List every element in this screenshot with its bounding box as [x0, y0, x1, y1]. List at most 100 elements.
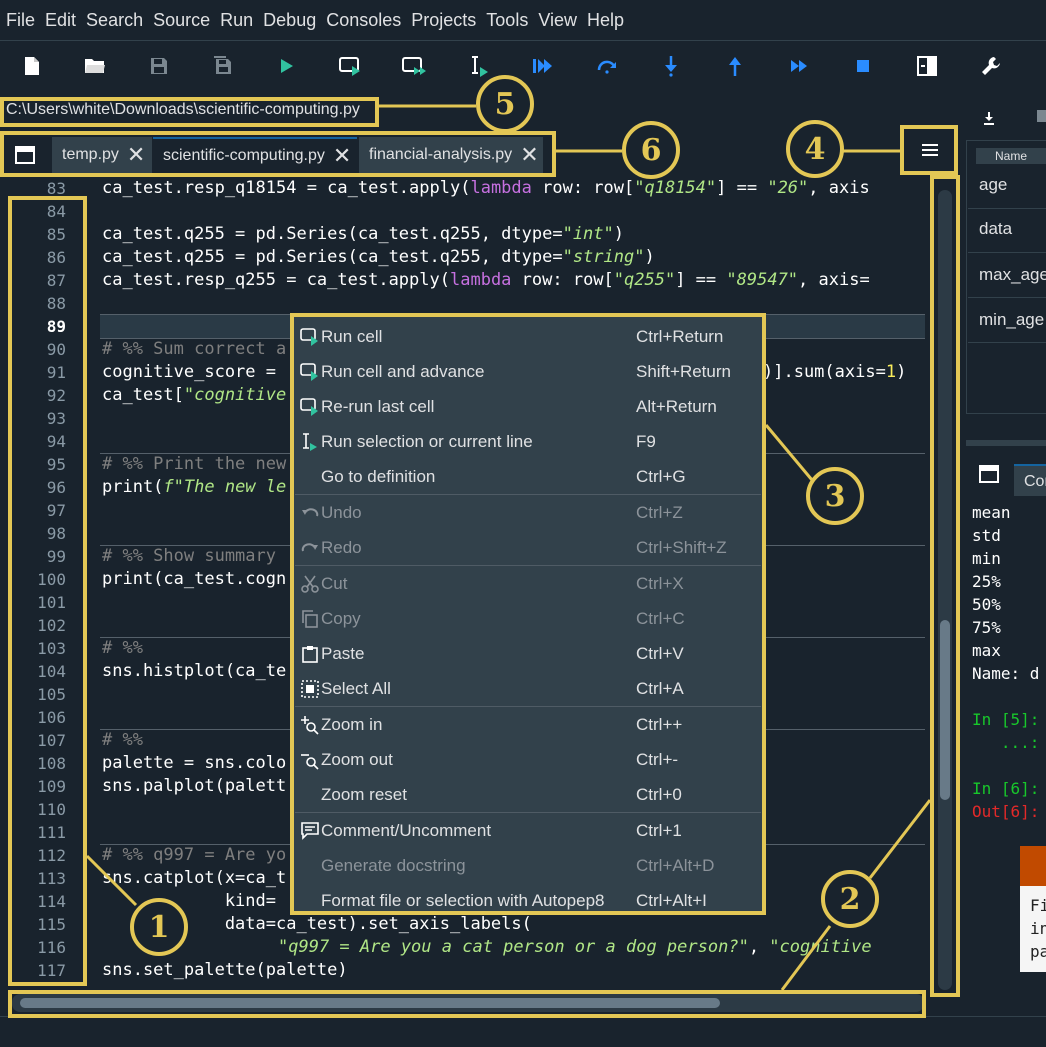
browse-tabs-icon[interactable]: [10, 140, 40, 170]
menu-tools[interactable]: Tools: [486, 9, 529, 30]
menubar-divider: [0, 40, 1046, 41]
code-line-99: # %% Show summary: [102, 546, 276, 566]
variable-row[interactable]: data: [979, 219, 1013, 238]
tab-scientific-computing[interactable]: scientific-computing.py ✕: [153, 137, 357, 173]
variable-row[interactable]: age: [979, 175, 1008, 194]
menu-item-run-selection[interactable]: Run selection or current line F9: [293, 424, 763, 459]
line-number: 104: [37, 662, 66, 681]
row-divider: [968, 252, 1046, 253]
callout-5: 5: [476, 75, 534, 133]
menu-item-generate-docstring[interactable]: Generate docstring Ctrl+Alt+D: [321, 855, 715, 875]
menu-item-run-cell-advance[interactable]: Run cell and advance Shift+Return: [293, 354, 763, 389]
menu-item-format-autopep8[interactable]: Format file or selection with Autopep8 C…: [321, 890, 707, 910]
menu-source[interactable]: Source: [153, 9, 211, 30]
wrench-icon[interactable]: [976, 51, 1006, 81]
browse-tabs-icon[interactable]: [976, 462, 1002, 486]
save-data-icon[interactable]: [1036, 108, 1046, 128]
run-selection-icon[interactable]: [464, 51, 494, 81]
menu-separator: [295, 494, 761, 495]
code-line-95: # %% Print the new: [102, 454, 287, 474]
code-line-107: # %%: [102, 730, 143, 750]
menu-item-select-all[interactable]: Select All Ctrl+A: [293, 671, 763, 706]
menu-bar: File Edit Search Source Run Debug Consol…: [0, 0, 1046, 40]
line-number: 99: [46, 547, 66, 566]
tab-financial-analysis[interactable]: financial-analysis.py ✕: [359, 137, 543, 173]
save-icon[interactable]: [144, 51, 174, 81]
highlight-path-bar: [0, 97, 379, 127]
tab-temp[interactable]: temp.py ✕: [52, 137, 152, 173]
options-menu-icon[interactable]: [906, 130, 954, 170]
name-column-header[interactable]: Name: [976, 148, 1046, 164]
callout-3: 3: [806, 467, 864, 525]
callout-2: 2: [821, 870, 879, 928]
stop-icon[interactable]: [848, 51, 878, 81]
menu-item-cut[interactable]: Cut Ctrl+X: [293, 566, 763, 601]
new-file-icon[interactable]: [17, 51, 47, 81]
line-number: 95: [46, 455, 66, 474]
menu-item-zoom-in[interactable]: Zoom in Ctrl++: [293, 707, 763, 742]
menu-run[interactable]: Run: [220, 9, 254, 30]
menu-item-copy[interactable]: Copy Ctrl+C: [293, 601, 763, 636]
variable-row[interactable]: max_age: [979, 265, 1046, 284]
variable-row[interactable]: min_age: [979, 310, 1045, 329]
run-cell-advance-icon[interactable]: [400, 51, 430, 81]
line-number: 103: [37, 639, 66, 658]
code-line-83: ca_test.resp_q18154 = ca_test.apply(lamb…: [102, 178, 870, 198]
menu-search[interactable]: Search: [86, 9, 144, 30]
menu-item-go-to-definition[interactable]: Go to definition Ctrl+G: [321, 466, 686, 486]
zoom-out-icon: [299, 749, 321, 771]
tab-label: financial-analysis.py: [369, 146, 513, 163]
tab-console[interactable]: Con: [1014, 464, 1046, 496]
step-over-icon[interactable]: [592, 51, 622, 81]
menu-item-rerun-cell[interactable]: Re-run last cell Alt+Return: [293, 389, 763, 424]
vertical-scroll-thumb[interactable]: [940, 620, 950, 800]
menu-item-run-cell[interactable]: Run cell Ctrl+Return: [293, 319, 763, 354]
menu-file[interactable]: File: [6, 9, 36, 30]
open-folder-icon[interactable]: [80, 51, 110, 81]
menu-item-comment[interactable]: Comment/Uncomment Ctrl+1: [293, 813, 763, 848]
maximize-pane-icon[interactable]: [912, 51, 942, 81]
file-path[interactable]: C:\Users\white\Downloads\scientific-comp…: [6, 101, 360, 118]
continue-icon[interactable]: [784, 51, 814, 81]
run-cell-icon[interactable]: [336, 51, 366, 81]
line-number: 93: [46, 409, 66, 428]
pane-splitter[interactable]: [966, 440, 1046, 446]
line-number: 108: [37, 754, 66, 773]
menu-item-redo[interactable]: Redo Ctrl+Shift+Z: [293, 530, 763, 565]
code-line-86: ca_test.q255 = pd.Series(ca_test.q255, d…: [102, 247, 655, 267]
line-number: 85: [46, 225, 66, 244]
menu-consoles[interactable]: Consoles: [326, 9, 402, 30]
run-icon[interactable]: [272, 51, 302, 81]
console-output: Name: d: [972, 664, 1040, 683]
menu-item-zoom-out[interactable]: Zoom out Ctrl+-: [293, 742, 763, 777]
debug-icon[interactable]: [528, 51, 558, 81]
menu-help[interactable]: Help: [587, 9, 625, 30]
console-output: max: [972, 641, 1001, 660]
close-icon[interactable]: ✕: [332, 143, 352, 168]
menu-item-undo[interactable]: Undo Ctrl+Z: [293, 495, 763, 530]
cut-icon: [299, 573, 321, 595]
code-line-90: # %% Sum correct a: [102, 339, 287, 359]
save-all-icon[interactable]: [208, 51, 238, 81]
variable-explorer: [966, 140, 1046, 414]
row-divider: [968, 342, 1046, 343]
menu-projects[interactable]: Projects: [411, 9, 477, 30]
code-line-96: print(f"The new le: [102, 477, 287, 497]
step-into-icon[interactable]: [656, 51, 686, 81]
close-icon[interactable]: ✕: [520, 142, 539, 167]
menu-item-paste[interactable]: Paste Ctrl+V: [293, 636, 763, 671]
menu-view[interactable]: View: [538, 9, 578, 30]
menu-debug[interactable]: Debug: [263, 9, 317, 30]
menu-item-zoom-reset[interactable]: Zoom reset Ctrl+0: [321, 784, 682, 804]
step-return-icon[interactable]: [720, 51, 750, 81]
horizontal-scroll-thumb[interactable]: [20, 998, 720, 1008]
line-number: 96: [46, 478, 66, 497]
line-number: 91: [46, 363, 66, 382]
close-icon[interactable]: ✕: [126, 142, 146, 167]
line-number: 112: [37, 846, 66, 865]
line-number: 109: [37, 777, 66, 796]
import-data-icon[interactable]: [978, 108, 1000, 128]
menu-edit[interactable]: Edit: [45, 9, 77, 30]
line-number-gutter: [0, 177, 88, 992]
run-cell-advance-icon: [299, 361, 321, 383]
